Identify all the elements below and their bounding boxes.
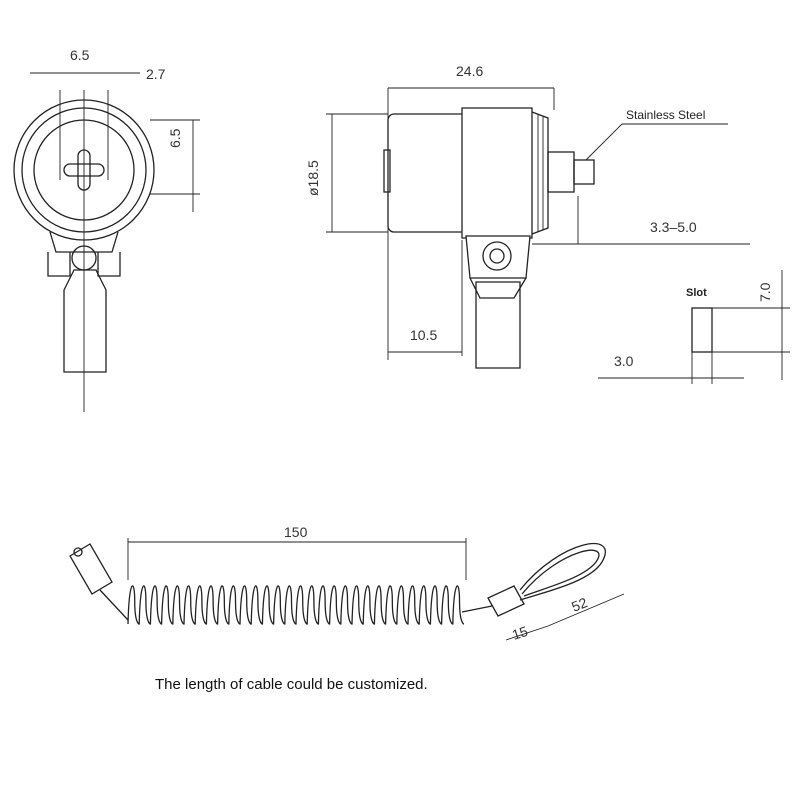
slot-detail: Slot 7.0 3.0: [598, 270, 790, 384]
slot-label: Slot: [686, 287, 707, 299]
cable-dim-loop: 52: [569, 594, 590, 615]
front-key-face: [33, 119, 135, 221]
cable-sleeve: [487, 585, 525, 617]
side-view: 24.6 ø18.5 3.3–5.0 10.5 Stainless Steel: [305, 63, 750, 369]
side-pivot-outer: [482, 241, 512, 271]
front-view: 6.5 2.7 6.5: [13, 47, 200, 412]
side-body: [461, 107, 533, 239]
front-dim-height: 6.5: [167, 128, 183, 148]
front-lug-right: [97, 252, 121, 277]
front-dim-offset: 2.7: [146, 66, 166, 82]
slot-shape: [691, 307, 713, 353]
side-screw-base: [547, 151, 575, 193]
side-dim-diameter: ø18.5: [305, 160, 321, 196]
side-dim-body: 10.5: [410, 327, 437, 343]
cable-dim-sleeve: 15: [510, 623, 530, 643]
front-neck: [49, 231, 119, 253]
cable-lead-left: [99, 589, 129, 621]
side-tongue: [475, 281, 521, 369]
material-leader-line: [585, 123, 623, 161]
cable-end-hole: [73, 547, 83, 557]
side-screw-head: [573, 159, 595, 185]
cable-dim-line-loop: [547, 593, 625, 627]
front-inner-ring: [21, 107, 147, 233]
side-nut: [531, 111, 549, 235]
caption: The length of cable could be customized.: [155, 676, 428, 693]
front-outer-ring: [13, 99, 155, 241]
slot-dim-height: 7.0: [757, 282, 773, 302]
side-dim-thread: 3.3–5.0: [650, 219, 697, 235]
cable-dim-line-sleeve: [505, 625, 549, 641]
front-lug-left: [47, 252, 71, 277]
front-slot-vertical: [77, 149, 91, 191]
cable-dim-length: 150: [284, 524, 308, 540]
cable-lead-right: [461, 605, 493, 613]
cable-coil: [127, 585, 465, 625]
side-pivot-inner: [489, 248, 505, 264]
material-label: Stainless Steel: [626, 108, 705, 122]
cable-end-connector: [69, 543, 113, 595]
side-tongue-collar: [469, 277, 527, 299]
cable-loop-outer: [519, 542, 606, 601]
front-slot-horizontal: [63, 163, 105, 177]
cable-view: 150 15 52: [69, 524, 625, 643]
side-barrel: [387, 113, 469, 233]
side-keyway: [383, 149, 391, 193]
side-dim-length: 24.6: [456, 63, 483, 79]
front-dim-width: 6.5: [70, 47, 90, 63]
cable-loop-inner: [521, 549, 600, 597]
slot-dim-width: 3.0: [614, 353, 634, 369]
front-tongue: [63, 269, 107, 373]
